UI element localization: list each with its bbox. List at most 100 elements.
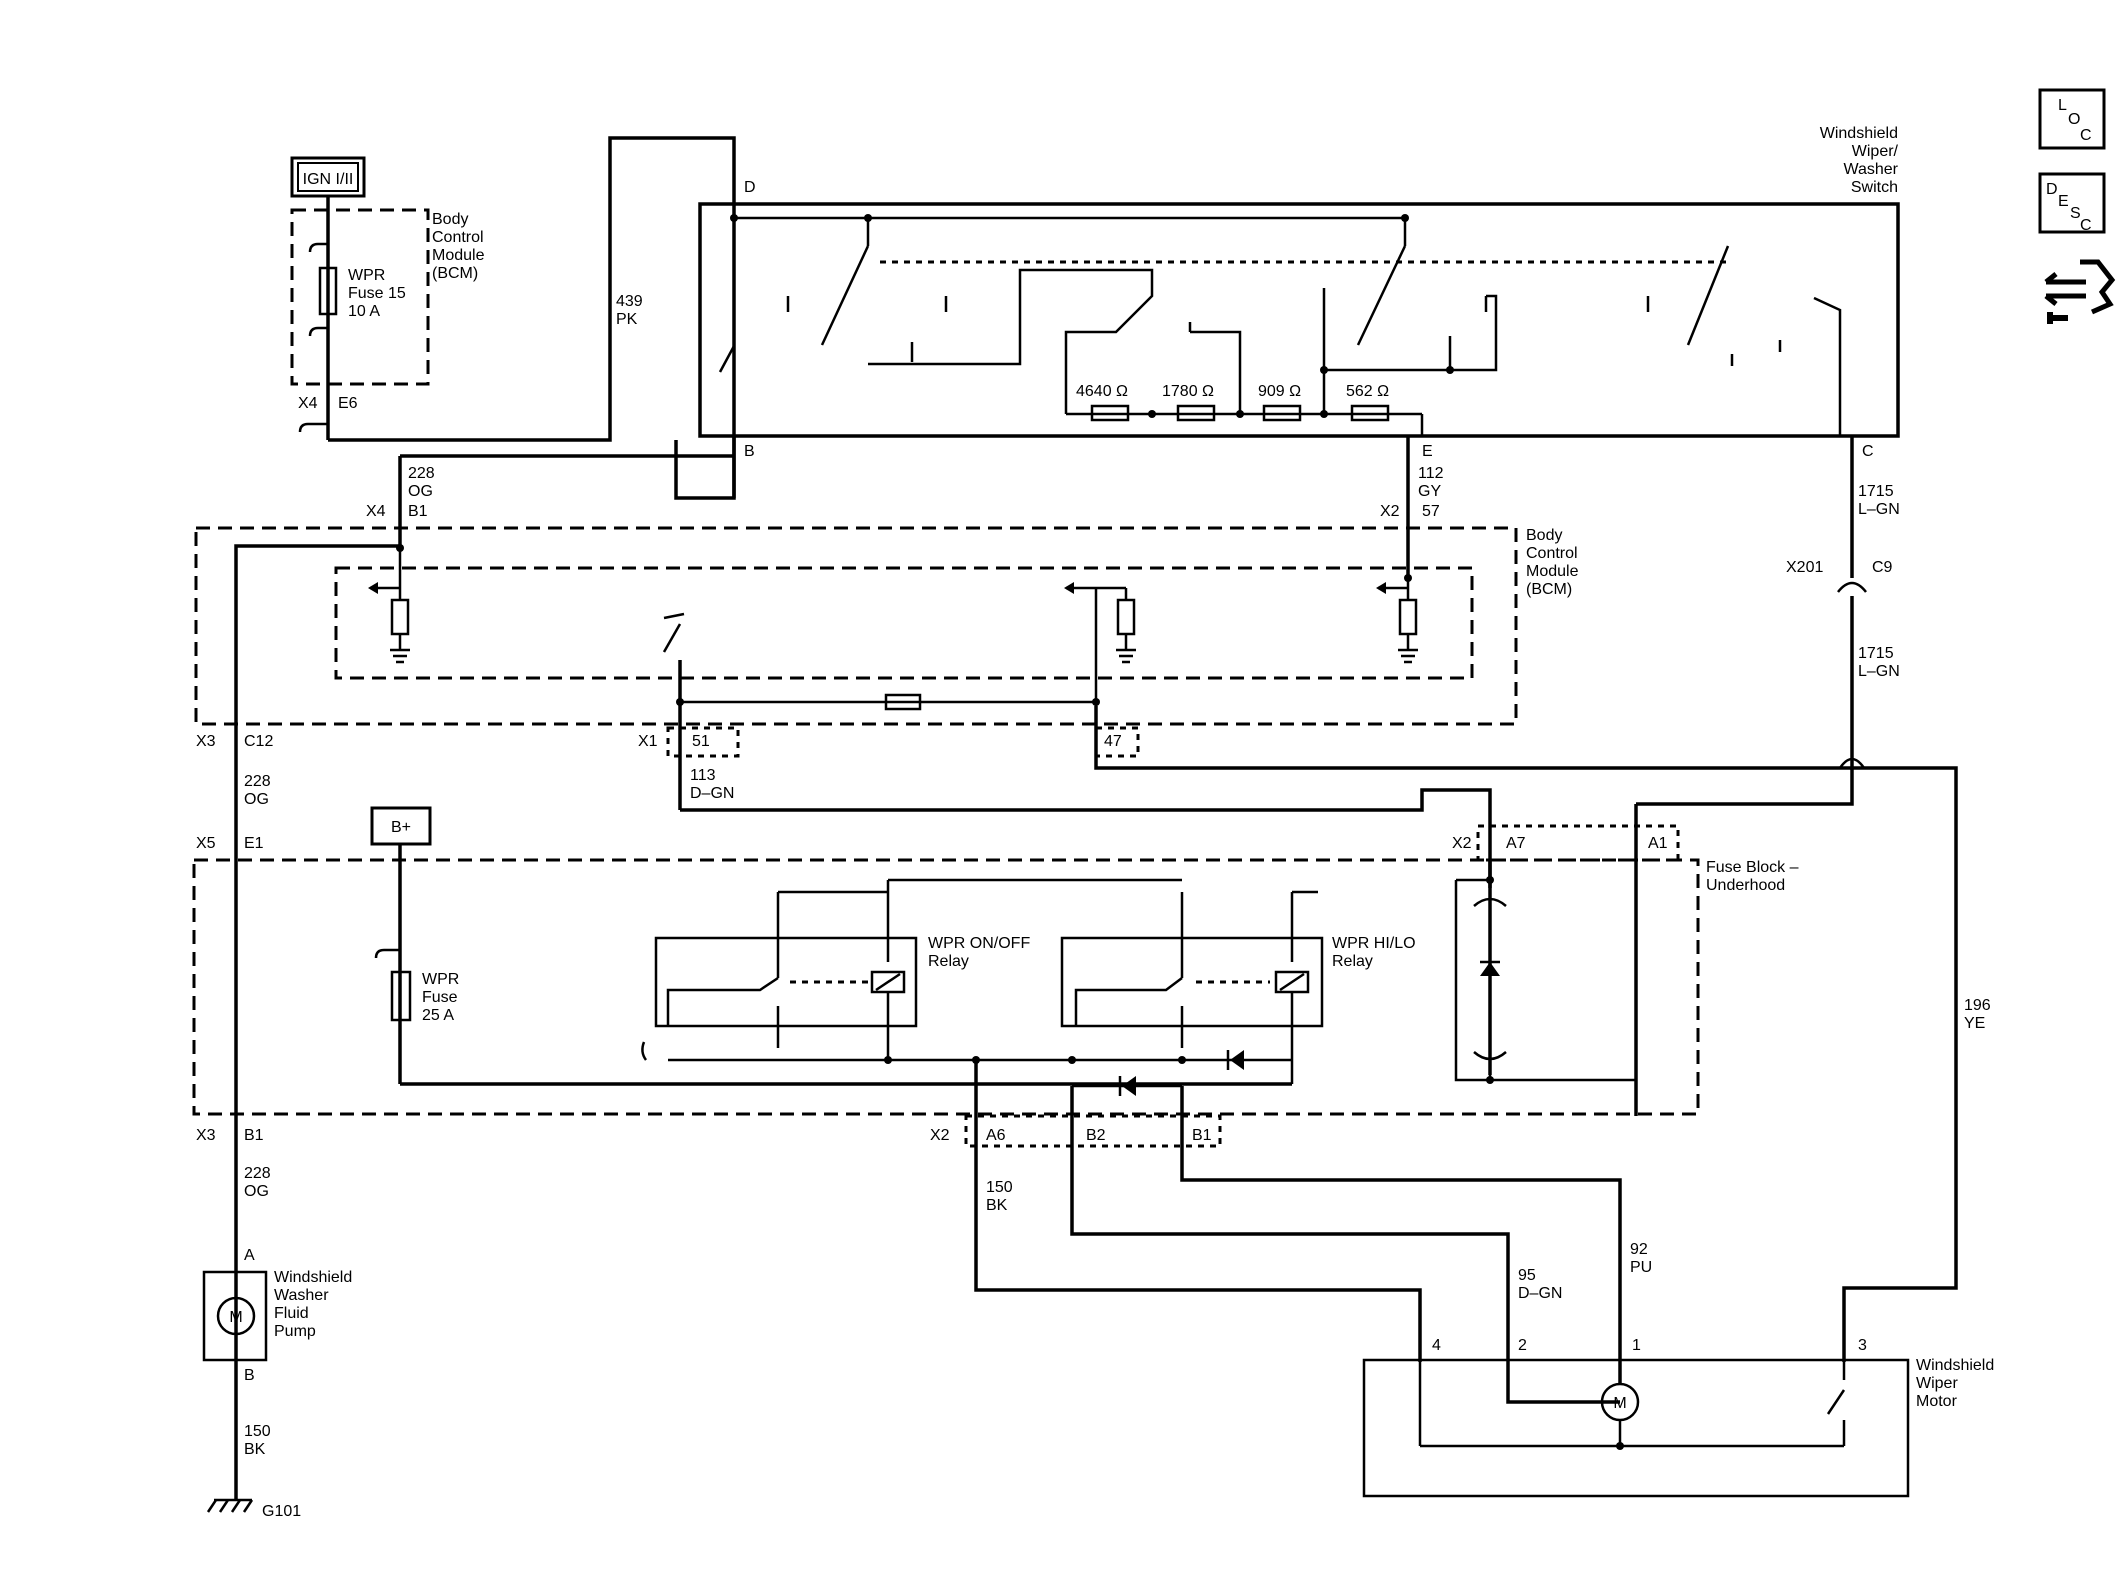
conn-x4-b1: X4 <box>366 503 386 520</box>
fuse-block-box <box>192 858 1700 1116</box>
svg-text:B: B <box>244 1367 255 1384</box>
wire-113-color: D–GN <box>690 785 734 802</box>
location-view-icon[interactable]: L O C <box>2038 88 2106 150</box>
svg-text:10 A: 10 A <box>348 303 380 320</box>
svg-text:Control: Control <box>432 229 484 246</box>
svg-text:Module: Module <box>1526 563 1579 580</box>
bcm-input-b1 <box>368 544 410 664</box>
bplus-power-label: B+ <box>370 806 432 846</box>
wire-92-color: PU <box>1630 1259 1652 1276</box>
bcm-fuse-box <box>290 208 430 386</box>
svg-text:Body: Body <box>432 211 468 228</box>
wire-92-num: 92 <box>1630 1241 1648 1258</box>
svg-text:Body: Body <box>1526 527 1562 544</box>
wire-228b-num: 228 <box>244 773 271 790</box>
svg-text:Relay: Relay <box>928 953 969 970</box>
bcm-input-57 <box>1376 574 1418 664</box>
conn-e1: E1 <box>244 835 264 852</box>
svg-text:Fuse Block –: Fuse Block – <box>1706 859 1799 876</box>
ign-power-label: IGN I/II <box>290 156 366 198</box>
conn-x2-mid: X2 <box>1452 835 1472 852</box>
ground-g101: G101 <box>206 1498 301 1520</box>
svg-text:1780 Ω: 1780 Ω <box>1162 383 1214 400</box>
wire-439 <box>328 136 736 500</box>
svg-text:G101: G101 <box>262 1503 301 1520</box>
svg-text:Relay: Relay <box>1332 953 1373 970</box>
bcm-label-top: Body Control Module (BCM) <box>432 211 485 282</box>
svg-text:Fuse 15: Fuse 15 <box>348 285 406 302</box>
conn-x201: X201 <box>1786 559 1823 576</box>
conn-e6: E6 <box>338 395 358 412</box>
wire-228c-color: OG <box>244 1183 269 1200</box>
conn-b1-bot: B1 <box>244 1127 264 1144</box>
conn-pin-57: 57 <box>1422 503 1440 520</box>
repair-procedures-icon[interactable] <box>2044 259 2116 324</box>
conn-x2-bottom-box <box>964 1114 1222 1148</box>
washer-pump: A M B Windshield Washer Fluid Pump <box>202 1247 352 1384</box>
svg-text:562 Ω: 562 Ω <box>1346 383 1389 400</box>
ign-label: IGN I/II <box>303 171 354 188</box>
wire-95-color: D–GN <box>1518 1285 1562 1302</box>
svg-text:909 Ω: 909 Ω <box>1258 383 1301 400</box>
bcm-inner-box <box>334 566 1474 680</box>
svg-text:C: C <box>2080 127 2092 144</box>
bcm-box <box>194 526 1518 726</box>
svg-text:S: S <box>2070 205 2081 222</box>
svg-text:WPR: WPR <box>422 971 459 988</box>
conn-c9: C9 <box>1872 559 1893 576</box>
conn-b1-top: B1 <box>408 503 428 520</box>
svg-text:(BCM): (BCM) <box>1526 581 1572 598</box>
svg-text:Fuse: Fuse <box>422 989 458 1006</box>
description-view-icon[interactable]: D E S C <box>2038 172 2106 234</box>
wire-1715a-num: 1715 <box>1858 483 1894 500</box>
conn-pin-47: 47 <box>1104 733 1122 750</box>
svg-text:Windshield: Windshield <box>1820 125 1898 142</box>
motor-pin-1: 1 <box>1632 1337 1641 1354</box>
conn-x5: X5 <box>196 835 216 852</box>
svg-text:Wiper: Wiper <box>1916 1375 1958 1392</box>
svg-text:Wiper/: Wiper/ <box>1852 143 1899 160</box>
conn-x3-bot: X3 <box>196 1127 216 1144</box>
switch-pin-c: C <box>1862 443 1874 460</box>
wire-1715b-color: L–GN <box>1858 663 1900 680</box>
conn-x2-top: X2 <box>1380 503 1400 520</box>
wire-228-left <box>234 544 400 1500</box>
wire-439-num: 439 <box>616 293 643 310</box>
wire-112-num: 112 <box>1418 465 1444 482</box>
wire-1715b-num: 1715 <box>1858 645 1894 662</box>
bcm-label-main: Body Control Module (BCM) <box>1526 527 1579 598</box>
wire-228c-num: 228 <box>244 1165 271 1182</box>
svg-text:Pump: Pump <box>274 1323 316 1340</box>
svg-text:E: E <box>2058 193 2069 210</box>
fuse-25a: WPR Fuse 25 A <box>374 948 459 1024</box>
svg-text:WPR HI/LO: WPR HI/LO <box>1332 935 1416 952</box>
switch-pin-b: B <box>744 443 755 460</box>
svg-text:Motor: Motor <box>1916 1393 1958 1410</box>
wire-95 <box>1070 1086 1620 1404</box>
motor-pin-4: 4 <box>1432 1337 1441 1354</box>
wire-150a-num: 150 <box>986 1179 1013 1196</box>
bcm-input-47 <box>1064 582 1136 706</box>
wire-1715a-color: L–GN <box>1858 501 1900 518</box>
wire-439-color: PK <box>616 311 638 328</box>
conn-x1: X1 <box>638 733 658 750</box>
wire-150b-color: BK <box>244 1441 266 1458</box>
conn-x3-top: X3 <box>196 733 216 750</box>
relay-on-off: WPR ON/OFF Relay <box>654 880 1292 1062</box>
wire-196 <box>1842 758 1958 1362</box>
conn-pin-51: 51 <box>692 733 710 750</box>
wire-92 <box>1180 1086 1622 1384</box>
wiper-motor-box <box>1362 1358 1910 1498</box>
svg-text:Windshield: Windshield <box>1916 1357 1994 1374</box>
svg-text:B+: B+ <box>391 819 411 836</box>
wire-113 <box>680 788 1492 1075</box>
conn-b1-relay: B1 <box>1192 1127 1212 1144</box>
fuse-15-symbol: WPR Fuse 15 10 A <box>308 242 406 337</box>
wire-150b-num: 150 <box>244 1423 271 1440</box>
wire-112-color: GY <box>1418 483 1441 500</box>
a7-suppressor <box>1454 860 1636 1084</box>
svg-text:Underhood: Underhood <box>1706 877 1785 894</box>
bcm-output-51 <box>662 612 1100 810</box>
wiper-motor-label: Windshield Wiper Motor <box>1916 1357 1994 1410</box>
